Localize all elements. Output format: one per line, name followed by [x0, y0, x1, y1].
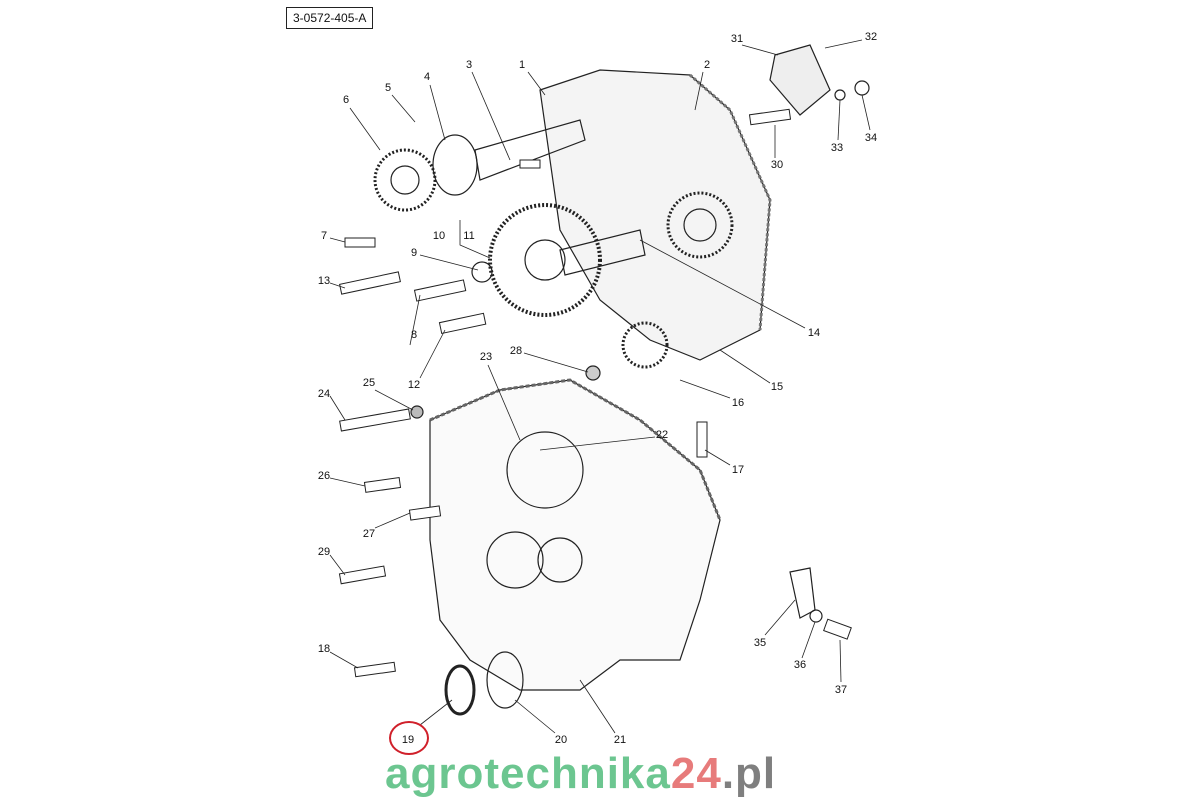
- part-label-23: 23: [479, 351, 493, 363]
- large-gear: [488, 203, 602, 317]
- part-label-25: 25: [362, 377, 376, 389]
- watermark: agrotechnika24.pl: [385, 752, 776, 796]
- part-label-19: 19: [401, 734, 415, 746]
- part-label-22: 22: [655, 429, 669, 441]
- part-label-2: 2: [703, 59, 711, 71]
- part-label-35: 35: [753, 637, 767, 649]
- part-label-10: 10: [432, 230, 446, 242]
- part-label-28: 28: [509, 345, 523, 357]
- part-label-24: 24: [317, 388, 331, 400]
- watermark-part2: 24: [670, 749, 722, 798]
- highlight-circle: [389, 721, 429, 755]
- part-label-3: 3: [465, 59, 473, 71]
- part-label-12: 12: [407, 379, 421, 391]
- part-label-4: 4: [423, 71, 431, 83]
- part-label-16: 16: [731, 397, 745, 409]
- seal: [444, 664, 476, 716]
- part-label-27: 27: [362, 528, 376, 540]
- front-cover: [429, 379, 721, 691]
- watermark-part1: agrotechnika: [385, 749, 671, 798]
- part-label-11: 11: [463, 230, 475, 242]
- part-label-37: 37: [834, 684, 848, 696]
- part-label-26: 26: [317, 470, 331, 482]
- camshaft-gear: [373, 148, 437, 212]
- part-label-17: 17: [731, 464, 745, 476]
- part-label-1: 1: [518, 59, 526, 71]
- part-label-9: 9: [410, 247, 418, 259]
- thrust-plate: [432, 134, 478, 196]
- part-label-33: 33: [830, 142, 844, 154]
- part-label-29: 29: [317, 546, 331, 558]
- part-label-30: 30: [770, 159, 784, 171]
- part-label-8: 8: [410, 329, 418, 341]
- part-label-18: 18: [317, 643, 331, 655]
- camshaft: [474, 119, 586, 181]
- part-label-32: 32: [864, 31, 878, 43]
- part-label-31: 31: [730, 33, 744, 45]
- part-label-20: 20: [554, 734, 568, 746]
- part-label-7: 7: [320, 230, 328, 242]
- gear-idler: [666, 191, 734, 259]
- part-label-14: 14: [807, 327, 821, 339]
- timing-housing: [539, 69, 771, 361]
- watermark-part3: .pl: [721, 749, 777, 798]
- bolts: [338, 108, 852, 678]
- part-label-34: 34: [864, 132, 878, 144]
- part-label-15: 15: [770, 381, 784, 393]
- part-label-5: 5: [384, 82, 392, 94]
- part-label-36: 36: [793, 659, 807, 671]
- part-label-6: 6: [342, 94, 350, 106]
- part-label-13: 13: [317, 275, 331, 287]
- reference-code-box: 3-0572-405-A: [286, 7, 374, 29]
- part-label-21: 21: [613, 734, 627, 746]
